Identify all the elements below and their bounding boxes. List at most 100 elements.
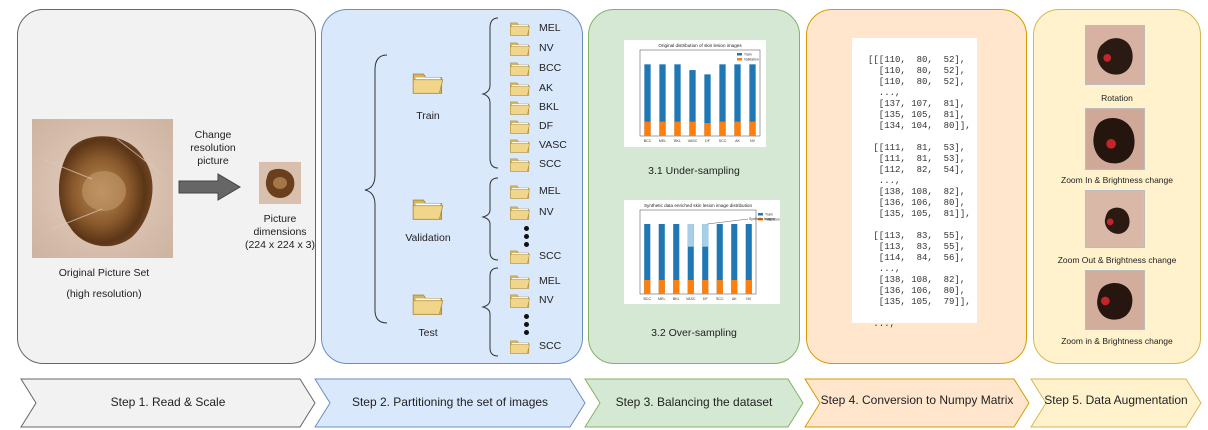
folder-train-vasc[interactable] [509, 136, 531, 159]
matrix-line: [136, 106, 80], [868, 198, 966, 208]
matrix-line [868, 132, 971, 143]
synthetic-highlight [702, 224, 709, 247]
folder-icon [510, 275, 530, 289]
ellipsis-dot [524, 242, 529, 247]
step5-chevron: Step 5. Data Augmentation [1030, 378, 1202, 428]
step4-label: Step 4. Conversion to Numpy Matrix [820, 393, 1014, 407]
legend-swatch-validation [737, 58, 742, 61]
folder-icon [510, 120, 530, 134]
folder-train-mel[interactable] [509, 19, 531, 42]
bar-train-bcc [644, 224, 651, 294]
aug-caption-zoom-out-brightness: Zoom Out & Brightness change [1057, 255, 1177, 265]
folder-train-df[interactable] [509, 117, 531, 140]
step5-label: Step 5. Data Augmentation [1044, 393, 1188, 407]
ellipsis-dot [524, 322, 529, 327]
numpy-matrix-box [852, 38, 977, 323]
folder-validation-nv[interactable] [509, 203, 531, 226]
step2-panel [321, 9, 583, 364]
under-sampling-chart: Original distribution of skin lesion ima… [624, 40, 766, 147]
step4-chevron: Step 4. Conversion to Numpy Matrix [804, 378, 1030, 428]
matrix-line: [135, 105, 79]], [868, 297, 971, 307]
bar-validation-scc [719, 121, 726, 136]
resized-lesion-image [259, 162, 301, 204]
bar-train-ak [734, 64, 741, 136]
bar-train-scc [716, 224, 723, 294]
folder-icon [412, 294, 444, 315]
bar-train-df [702, 224, 709, 294]
annotation-label: Synthetic images [749, 217, 775, 221]
matrix-line: ..., [868, 176, 901, 186]
chart-title: Synthetic data enriched skin lesion imag… [644, 203, 752, 208]
bar-validation-df [702, 280, 709, 294]
plot-area [639, 209, 757, 295]
folder-icon [510, 62, 530, 76]
step1-chevron: Step 1. Read & Scale [20, 378, 316, 428]
bar-train-bkl [673, 224, 680, 294]
bar-validation-ak [734, 121, 741, 136]
folder-icon [510, 185, 530, 199]
synthetic-highlight [687, 224, 694, 247]
x-tick-label: AK [735, 139, 740, 143]
bar-validation-scc [716, 280, 723, 294]
original-picture-caption: Original Picture Set [58, 267, 150, 279]
step2-label: Step 2. Partitioning the set of images [351, 395, 549, 409]
picture-dimensions-line3: (224 x 224 x 3) [244, 239, 316, 251]
bar-train-mel [659, 64, 666, 136]
matrix-line: [112, 82, 54], [868, 165, 966, 175]
over-sampling-caption: 3.2 Over-sampling [651, 327, 737, 339]
matrix-line: [138, 108, 82], [868, 187, 966, 197]
folder-test-mel[interactable] [509, 272, 531, 295]
matrix-line: ..., [868, 319, 896, 329]
folder-test[interactable] [411, 289, 445, 322]
class-label-train-scc: SCC [539, 158, 562, 170]
folder-test-scc[interactable] [509, 337, 531, 360]
matrix-line: [137, 107, 81], [868, 99, 966, 109]
x-tick-label: VASC [686, 297, 696, 301]
x-tick-label: SCC [716, 297, 724, 301]
ellipsis-dot [524, 330, 529, 335]
step3-label: Step 3. Balancing the dataset [615, 395, 773, 409]
bar-validation-df [704, 123, 711, 136]
folder-icon [510, 250, 530, 264]
x-tick-label: DF [705, 139, 711, 143]
legend-swatch-train [737, 53, 742, 56]
numpy-matrix-text: [[[110, 80, 52], [110, 80, 52], [110, 80… [868, 55, 971, 330]
folder-icon [510, 158, 530, 172]
matrix-line: [134, 104, 80]], [868, 121, 971, 131]
legend-label-validation: Validation [765, 218, 780, 222]
ellipsis-dot [524, 226, 529, 231]
step3-chevron: Step 3. Balancing the dataset [584, 378, 804, 428]
over-sampling-chart: Synthetic data enriched skin lesion imag… [624, 200, 780, 304]
legend-swatch-train [758, 213, 763, 216]
original-picture-subcaption: (high resolution) [66, 288, 142, 300]
class-label-train-bkl: BKL [539, 101, 559, 113]
folder-train-ak[interactable] [509, 79, 531, 102]
folder-train-nv[interactable] [509, 39, 531, 62]
x-tick-label: AK [732, 297, 737, 301]
resize-label-line3: picture [197, 155, 229, 167]
folder-validation-mel[interactable] [509, 182, 531, 205]
folder-icon [510, 42, 530, 56]
legend-label-train: Train [744, 53, 752, 57]
x-tick-label: VASC [688, 139, 698, 143]
resize-label-line1: Change [194, 129, 232, 141]
folder-validation[interactable] [411, 194, 445, 227]
step1-label: Step 1. Read & Scale [110, 395, 226, 409]
x-tick-label: NV [746, 297, 752, 301]
folder-icon [510, 294, 530, 308]
folder-train-bcc[interactable] [509, 59, 531, 82]
bar-validation-nv [749, 121, 756, 136]
bar-validation-nv [745, 280, 752, 294]
matrix-line [868, 308, 971, 319]
folder-train-scc[interactable] [509, 155, 531, 178]
matrix-line [868, 220, 971, 231]
class-label-train-ak: AK [539, 82, 554, 94]
bar-validation-bkl [673, 280, 680, 294]
folder-test-nv[interactable] [509, 291, 531, 314]
matrix-line: [111, 81, 53], [868, 154, 966, 164]
folder-train-bkl[interactable] [509, 98, 531, 121]
folder-icon [510, 22, 530, 36]
folder-train[interactable] [411, 68, 445, 101]
bar-train-bkl [674, 64, 681, 136]
folder-validation-scc[interactable] [509, 247, 531, 270]
